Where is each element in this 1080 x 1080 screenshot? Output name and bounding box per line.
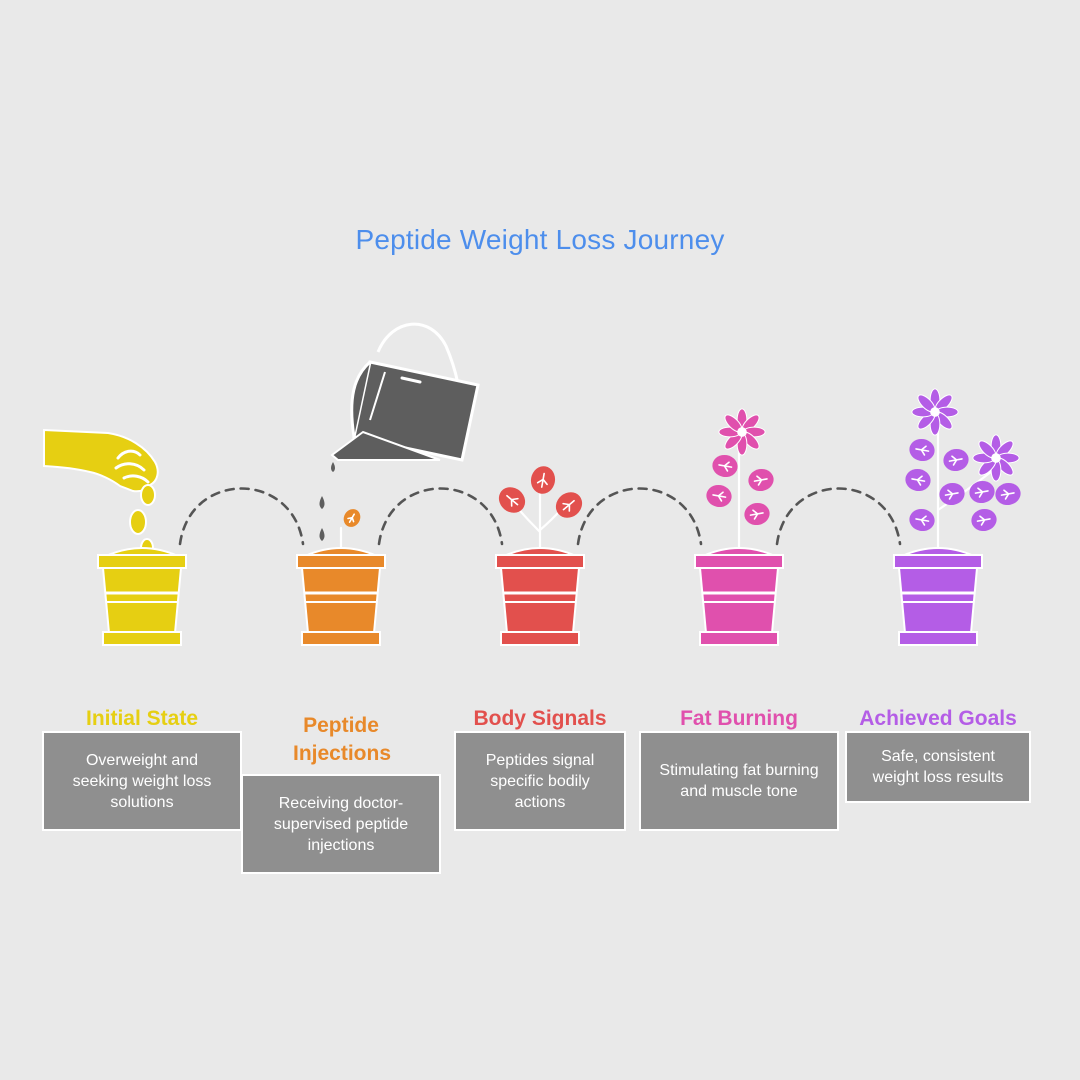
stage-title: Fat Burning <box>680 707 798 730</box>
stage-description-box: Overweight and seeking weight loss solut… <box>42 731 242 831</box>
leaf-icon <box>939 482 965 506</box>
stage-description: Peptides signal specific bodily actions <box>485 751 595 811</box>
stage-description-box: Receiving doctor-supervised peptide inje… <box>241 774 441 874</box>
stage-title: Initial State <box>85 707 199 730</box>
leaf-icon <box>530 466 556 494</box>
water-drop-icon <box>319 496 325 509</box>
page-title: Peptide Weight Loss Journey <box>355 224 725 255</box>
stage-description: Receiving doctor-supervised peptide inje… <box>273 794 409 854</box>
flower-icon <box>911 388 959 436</box>
stage-title: Peptide Injections <box>293 714 392 765</box>
leaf-icon <box>905 468 931 492</box>
stage-title: Achieved Goals <box>859 707 1017 730</box>
flower-icon <box>718 408 766 456</box>
leaf-icon <box>748 468 774 492</box>
stage-title: Body Signals <box>473 707 607 730</box>
stage-description: Overweight and seeking weight loss solut… <box>72 751 212 811</box>
stage-description-box: Stimulating fat burning and muscle tone <box>639 731 839 831</box>
leaf-icon <box>343 509 361 527</box>
flower-pot-icon <box>296 509 386 646</box>
flower-pot-icon <box>893 388 1021 646</box>
leaf-icon <box>971 508 997 532</box>
dashed-connector <box>775 487 902 546</box>
flower-icon <box>972 434 1020 482</box>
stage-description-box: Safe, consistent weight loss results <box>845 731 1031 803</box>
stage-description-box: Peptides signal specific bodily actions <box>454 731 626 831</box>
leaf-icon <box>943 448 969 472</box>
stage-description: Stimulating fat burning and muscle tone <box>659 762 819 800</box>
plant-icon <box>498 466 583 550</box>
flower-pot-icon <box>97 547 187 646</box>
dashed-connector <box>178 487 305 546</box>
plant-icon <box>706 408 774 550</box>
flower-pot-icon <box>694 408 784 646</box>
leaf-icon <box>744 502 770 526</box>
plant-icon <box>339 509 361 550</box>
dashed-connector <box>576 487 703 546</box>
leaf-icon <box>969 480 995 504</box>
hand-icon <box>43 428 159 506</box>
leaf-icon <box>995 482 1021 506</box>
leaf-icon <box>909 438 935 462</box>
leaf-icon <box>555 492 583 518</box>
seed-icon <box>129 509 147 535</box>
leaf-icon <box>909 508 935 532</box>
leaf-icon <box>712 454 738 478</box>
leaf-icon <box>498 487 526 513</box>
flower-pot-icon <box>495 466 585 646</box>
dashed-connector <box>377 487 504 546</box>
plant-icon <box>905 388 1021 550</box>
leaf-icon <box>706 484 732 508</box>
watering-can-icon <box>330 322 480 462</box>
stage-description: Safe, consistent weight loss results <box>872 748 1004 786</box>
water-drop-icon <box>331 462 335 472</box>
water-drop-icon <box>319 528 325 541</box>
